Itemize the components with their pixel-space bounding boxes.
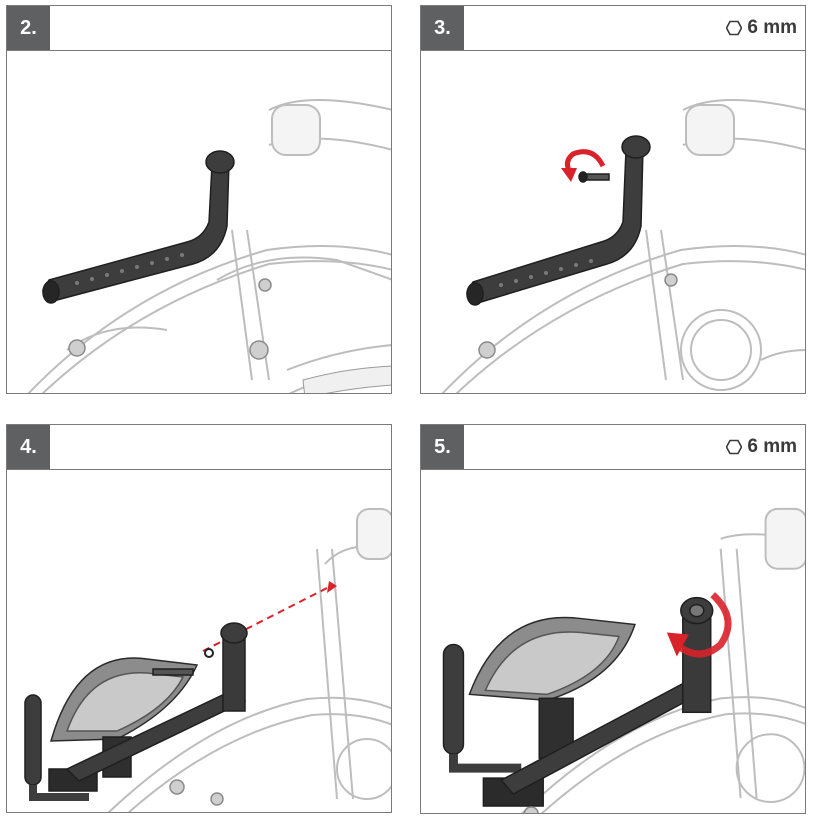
step-number-badge: 4. bbox=[7, 425, 50, 469]
tool-indicator: 6 mm bbox=[726, 425, 797, 469]
step-panel-4: 4. bbox=[6, 424, 392, 813]
step-number-badge: 5. bbox=[421, 425, 464, 469]
step-panel-3: 3. 6 mm bbox=[420, 5, 806, 394]
step-panel-2: 2. bbox=[6, 5, 392, 394]
step-number-badge: 3. bbox=[421, 6, 464, 50]
rotate-arrow-icon bbox=[666, 592, 732, 658]
step-header: 3. 6 mm bbox=[421, 6, 805, 51]
step-header: 4. bbox=[7, 425, 391, 470]
step-header: 5. 6 mm bbox=[421, 425, 805, 470]
hexagon-key-icon bbox=[726, 439, 743, 455]
rotate-arrow-icon bbox=[561, 149, 606, 182]
armrest-screw-illustration bbox=[441, 99, 805, 393]
armrest-mount-illustration bbox=[24, 508, 391, 812]
alignment-arrow-icon bbox=[327, 581, 337, 593]
step-header: 2. bbox=[7, 6, 391, 51]
alignment-guide-line bbox=[202, 586, 330, 652]
tool-size-label: 6 mm bbox=[747, 17, 797, 38]
tool-size-label: 6 mm bbox=[747, 436, 797, 457]
armrest-handle-illustration bbox=[27, 99, 391, 393]
armrest-tighten-illustration bbox=[442, 507, 805, 813]
step-number-badge: 2. bbox=[7, 6, 50, 50]
step-panel-5: 5. 6 mm bbox=[420, 424, 806, 814]
tool-indicator: 6 mm bbox=[726, 6, 797, 50]
hexagon-key-icon bbox=[726, 20, 743, 36]
